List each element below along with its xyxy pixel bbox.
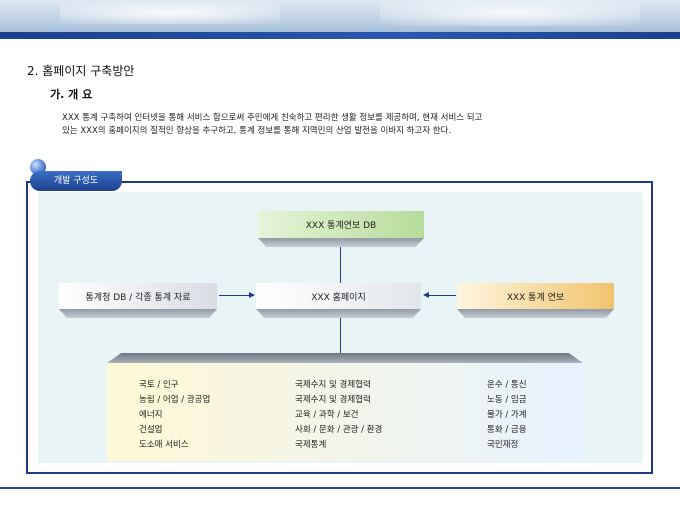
category-item: 건설업 [139, 425, 163, 435]
category-column: 국제수지 및 경제협력 국제수지 및 경제협력 교육 / 과학 / 보건 사회 … [295, 378, 382, 453]
db-box-label: XXX 통계연보 DB [258, 211, 424, 238]
yearbook-box: XXX 통계 연보 [457, 283, 614, 318]
homepage-box-bevel [256, 309, 421, 318]
connector-homepage-to-categories [340, 318, 341, 353]
banner-cloud-decoration [380, 0, 640, 26]
arrow-right-icon [219, 292, 255, 298]
body-line: 있는 XXX의 홈페이지의 질적인 향상을 추구하고, 통계 정보를 통해 지역… [62, 126, 452, 136]
source-box: 통계청 DB / 각종 통계 자료 [59, 283, 217, 318]
arrow-left-icon [423, 292, 456, 298]
category-item: 도소매 서비스 [139, 440, 189, 450]
category-item: 국제수지 및 경제협력 [295, 395, 371, 405]
source-box-label: 통계청 DB / 각종 통계 자료 [59, 283, 217, 309]
category-item: 국민재정 [487, 440, 519, 450]
top-banner [0, 0, 680, 32]
category-column: 국토 / 인구 농림 / 어업 / 광공업 에너지 건설업 도소매 서비스 [139, 378, 210, 453]
category-item: 농림 / 어업 / 광공업 [139, 395, 211, 405]
category-item: 운수 / 통신 [487, 380, 527, 390]
category-item: 국제수지 및 경제협력 [295, 380, 371, 390]
diagram-tab-label: 개발 구성도 [30, 171, 122, 191]
homepage-box-label: XXX 홈페이지 [256, 283, 421, 309]
body-paragraph: XXX 통계 구축하여 인터넷을 통해 서비스 함으로써 주민에게 친숙하고 편… [62, 112, 632, 138]
top-divider-bar [0, 32, 680, 39]
categories-panel-bevel [107, 353, 583, 363]
category-item: 물가 / 가계 [487, 410, 527, 420]
categories-panel-face [107, 363, 583, 461]
section-title: 2. 홈페이지 구축방안 [27, 64, 135, 78]
bottom-divider [0, 487, 680, 489]
category-item: 국토 / 인구 [139, 380, 179, 390]
category-item: 통화 / 금융 [487, 425, 527, 435]
source-box-bevel [59, 309, 217, 318]
yearbook-box-label: XXX 통계 연보 [457, 283, 614, 309]
db-box: XXX 통계연보 DB [258, 211, 424, 247]
category-item: 사회 / 문화 / 관광 / 환경 [295, 425, 383, 435]
category-column: 운수 / 통신 노동 / 임금 물가 / 가계 통화 / 금융 국민재정 [487, 378, 527, 453]
homepage-box: XXX 홈페이지 [256, 283, 421, 318]
yearbook-box-bevel [457, 309, 614, 318]
category-item: 국제통계 [295, 440, 327, 450]
category-item: 노동 / 임금 [487, 395, 527, 405]
body-line: XXX 통계 구축하여 인터넷을 통해 서비스 함으로써 주민에게 친숙하고 편… [62, 113, 483, 123]
categories-panel [107, 353, 583, 461]
connector-db-to-homepage [340, 247, 341, 283]
category-item: 에너지 [139, 410, 163, 420]
banner-cloud-decoration [60, 2, 280, 24]
sub-title: 가. 개 요 [50, 88, 93, 101]
db-box-bevel [258, 238, 424, 247]
category-item: 교육 / 과학 / 보건 [295, 410, 359, 420]
